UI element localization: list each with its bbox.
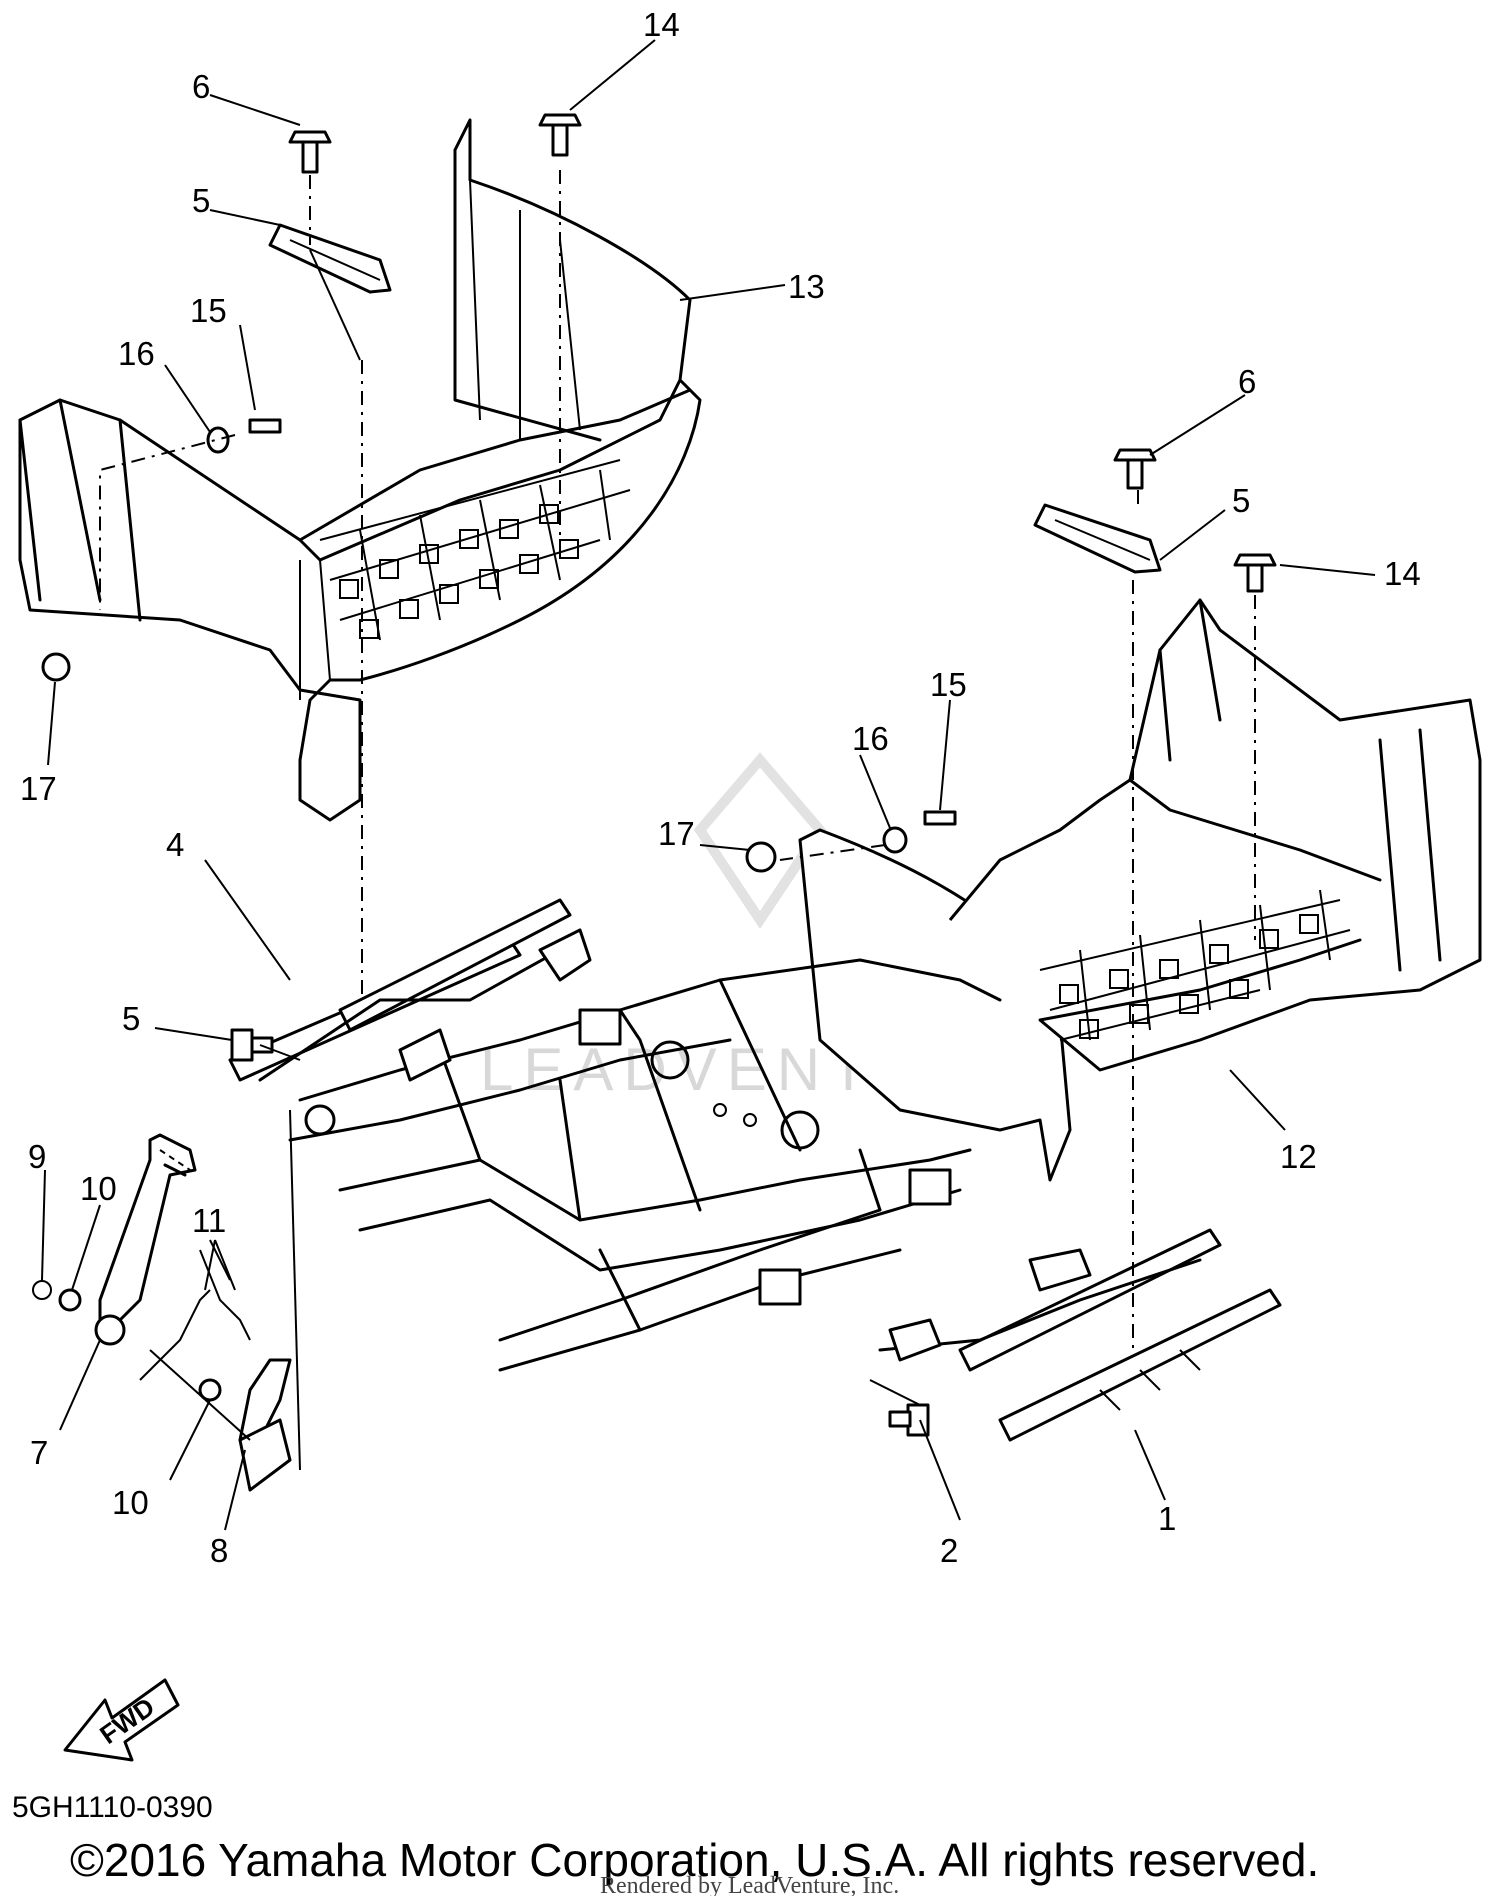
plate-part-5-left xyxy=(268,223,392,294)
bolt-part-2 xyxy=(888,1403,930,1437)
callout-11: 11 xyxy=(192,1202,226,1239)
callout-10-top: 10 xyxy=(80,1170,117,1207)
right-footrest-part-12 xyxy=(798,598,1482,1182)
callout-14-right: 14 xyxy=(1384,555,1421,592)
assembly-lines xyxy=(99,170,1256,1406)
callout-16-left: 16 xyxy=(118,335,155,372)
bolt-part-15-right xyxy=(923,810,957,826)
fasteners xyxy=(41,113,1277,1437)
left-footrest-part-13 xyxy=(18,118,702,822)
nut-part-17-left xyxy=(41,652,71,682)
copyright-notice: ©2016 Yamaha Motor Corporation, U.S.A. A… xyxy=(70,1834,1319,1886)
bolt-part-4 xyxy=(230,1028,274,1062)
plate-part-5-right xyxy=(1033,503,1162,574)
bolt-part-15-left xyxy=(248,418,282,434)
callout-5-top: 5 xyxy=(192,182,210,219)
callout-2: 2 xyxy=(940,1532,958,1569)
callout-15-right: 15 xyxy=(930,666,967,703)
callout-5-right: 5 xyxy=(1232,482,1250,519)
callout-6-right: 6 xyxy=(1238,363,1256,400)
callout-16-right: 16 xyxy=(852,720,889,757)
callout-17-left: 17 xyxy=(20,770,57,807)
washer-part-16-right xyxy=(882,826,908,854)
callout-3: 4 xyxy=(166,826,184,863)
washer-part-16-left xyxy=(206,426,230,454)
callout-14-top: 14 xyxy=(643,6,680,43)
bolt-part-6-right xyxy=(1113,448,1157,490)
brake-pedal-assembly xyxy=(32,1109,301,1492)
render-credit: Rendered by LeadVenture, Inc. xyxy=(600,1873,899,1896)
bolt-part-14-left xyxy=(538,113,582,157)
callout-8: 8 xyxy=(210,1532,228,1569)
callout-9: 9 xyxy=(28,1138,46,1175)
callout-17-right: 17 xyxy=(658,815,695,852)
callouts: 14 6 5 13 15 16 17 6 5 14 15 16 17 4 5 9… xyxy=(20,6,1421,1569)
leader-lines xyxy=(41,39,1376,1531)
callout-13: 13 xyxy=(788,268,825,305)
callout-1: 1 xyxy=(1158,1500,1176,1537)
nut-part-17-right xyxy=(745,841,777,873)
callout-7: 7 xyxy=(30,1434,48,1471)
forward-arrow: FWD xyxy=(63,1678,180,1762)
callout-4: 5 xyxy=(122,1000,140,1037)
callout-6-top: 6 xyxy=(192,68,210,105)
callout-10-bottom: 10 xyxy=(112,1484,149,1521)
step-bracket-part-1 xyxy=(878,1228,1282,1442)
bolt-part-14-right xyxy=(1233,553,1277,593)
bolt-part-6-left xyxy=(288,130,332,174)
callout-15-left: 15 xyxy=(190,292,227,329)
callout-12: 12 xyxy=(1280,1138,1317,1175)
step-bracket-part-3 xyxy=(228,898,592,1082)
diagram-code: 5GH1110-0390 xyxy=(12,1791,213,1824)
